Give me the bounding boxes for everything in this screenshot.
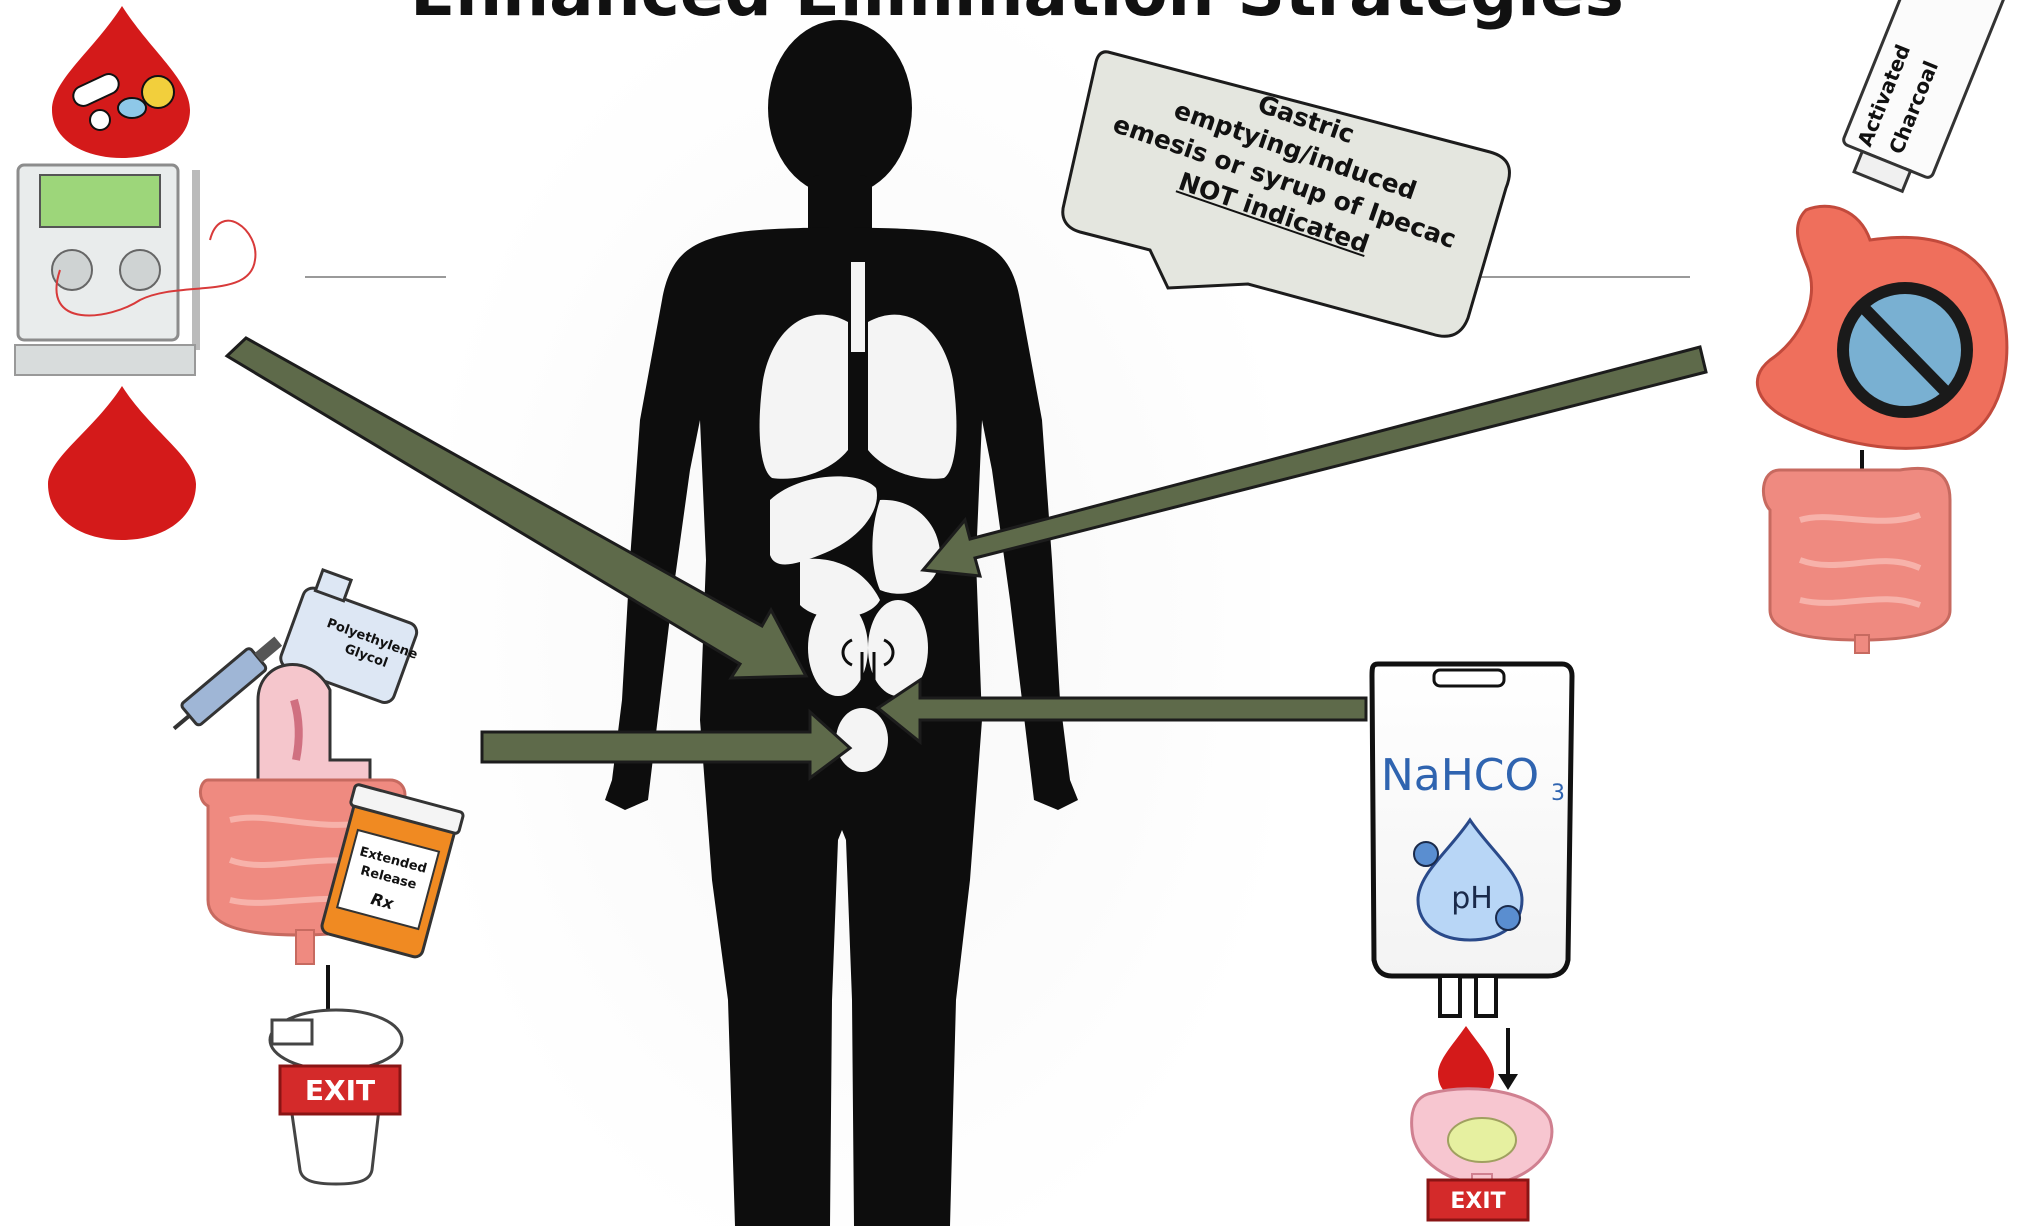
kidney-left [808, 600, 868, 696]
activated-charcoal-illustration: Activated Charcoal [1757, 0, 2009, 653]
exit-sign-right-text: EXIT [1450, 1189, 1505, 1214]
ph-up-icon-left [1414, 842, 1438, 866]
hemodialysis-illustration [15, 6, 255, 540]
dialysis-pump-left [52, 250, 92, 290]
ph-up-icon-right [1496, 906, 1520, 930]
dialysis-screen [40, 175, 160, 227]
iv-bag-formula-subscript: 3 [1551, 781, 1565, 806]
urine-alkalinization-illustration: NaHCO 3 pH EXIT [1372, 664, 1572, 1220]
bladder [836, 708, 888, 772]
ph-label: pH [1451, 881, 1493, 916]
blood-drop-bottom [48, 386, 196, 540]
dialysis-pole [192, 170, 200, 350]
dialysis-pump-right [120, 250, 160, 290]
intestine-icon-right [1763, 468, 1950, 640]
exit-sign-left-text: EXIT [305, 1074, 375, 1107]
bowel-irrigation-illustration: Polyethylene Glycol Extended Release Rx [165, 567, 464, 1184]
trachea [851, 262, 865, 352]
pill-white-icon [90, 110, 110, 130]
syringe-icon [180, 647, 267, 726]
pill-yellow-icon [142, 76, 174, 108]
dialysis-base [15, 345, 195, 375]
iv-bag-formula: NaHCO [1381, 750, 1539, 801]
pill-blue-icon [118, 98, 146, 118]
